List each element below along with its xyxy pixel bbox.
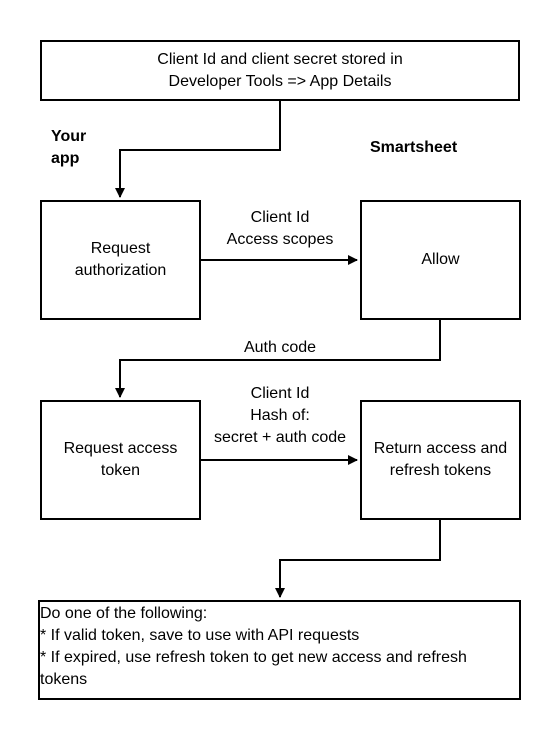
- request-authorization-box: Request authorization: [40, 200, 201, 320]
- request-authorization-text: Request authorization: [74, 240, 167, 279]
- allow-text: Allow: [421, 251, 460, 268]
- connector-return-to-final: [275, 520, 441, 598]
- allow-box: Allow: [360, 200, 521, 320]
- auth-code-label: Auth code: [243, 339, 317, 356]
- authorization-request-label: Client Id Access scopes: [226, 209, 334, 248]
- return-tokens-text: Return access and refresh tokens: [373, 440, 508, 479]
- request-access-token-text: Request access token: [63, 440, 178, 479]
- client-secret-box: Client Id and client secret stored in De…: [40, 40, 520, 101]
- final-steps-text: Do one of the following: * If valid toke…: [40, 605, 467, 688]
- smartsheet-lane-label: Smartsheet: [370, 139, 458, 156]
- connector-secret-to-request: [115, 100, 281, 198]
- your-app-lane-label: Your app: [51, 128, 87, 167]
- client-secret-text: Client Id and client secret stored in De…: [157, 50, 403, 90]
- connector-allow-to-access: [115, 320, 441, 398]
- token-request-label: Client Id Hash of: secret + auth code: [213, 385, 347, 446]
- return-tokens-box: Return access and refresh tokens: [360, 400, 521, 520]
- final-steps-box: Do one of the following: * If valid toke…: [38, 600, 521, 700]
- request-access-token-box: Request access token: [40, 400, 201, 520]
